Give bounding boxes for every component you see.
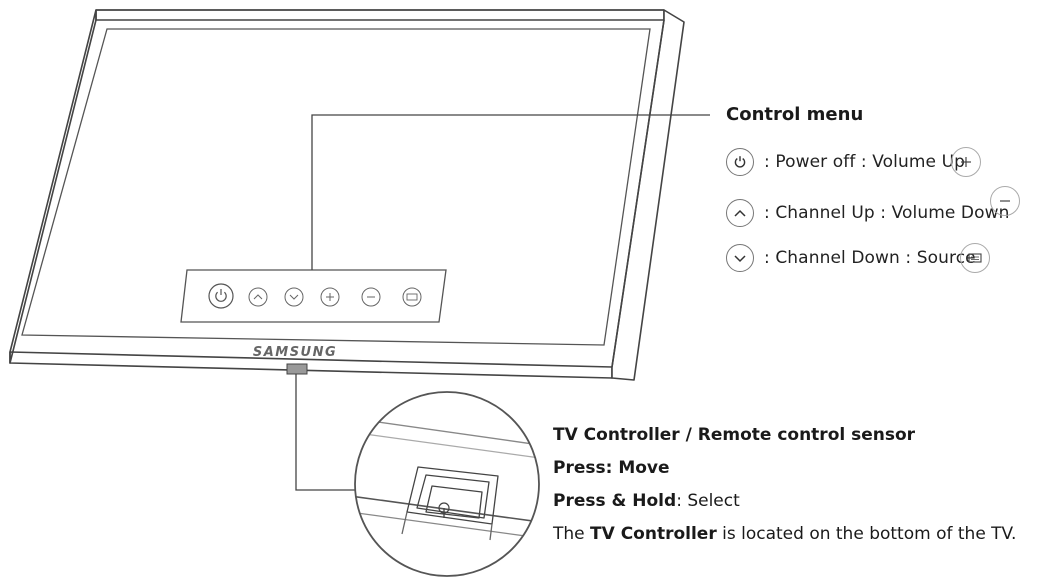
note-prefix: The bbox=[553, 524, 591, 544]
hold-label: Press & Hold bbox=[553, 491, 677, 511]
legend-row-channel-down: : Channel Down : Source bbox=[726, 241, 990, 275]
panel-plus-icon bbox=[320, 287, 340, 307]
sensor-leader bbox=[295, 374, 366, 491]
panel-chevron-down-icon bbox=[284, 287, 304, 307]
control-panel bbox=[180, 269, 447, 323]
control-menu-leader bbox=[311, 114, 710, 270]
controller-press: Press: Move bbox=[553, 458, 670, 478]
tv-frame bbox=[9, 9, 685, 381]
controller-note: The TV Controller is located on the bott… bbox=[553, 524, 1016, 544]
minus-icon bbox=[990, 186, 1020, 216]
legend-row-power: : Power off : Volume Up bbox=[726, 145, 982, 179]
controller-title: TV Controller / Remote control sensor bbox=[553, 425, 916, 445]
chevron-up-icon bbox=[726, 199, 754, 227]
sensor-marker bbox=[286, 363, 308, 375]
panel-minus-icon bbox=[361, 287, 381, 307]
tv-screen bbox=[21, 28, 651, 346]
panel-power-icon bbox=[208, 283, 234, 309]
hold-value: : Select bbox=[676, 491, 740, 511]
press-label: Press: Move bbox=[553, 458, 670, 478]
panel-chevron-up-icon bbox=[248, 287, 268, 307]
brand-logo: SAMSUNG bbox=[253, 345, 337, 360]
legend-row-channel-up: : Channel Up : Volume Down bbox=[726, 186, 1020, 230]
controller-hold: Press & Hold: Select bbox=[553, 491, 740, 511]
note-bold: TV Controller bbox=[590, 524, 717, 544]
legend-label-power: : Power off : Volume Up bbox=[764, 152, 966, 172]
chevron-down-icon bbox=[726, 244, 754, 272]
note-suffix: is located on the bottom of the TV. bbox=[716, 524, 1017, 544]
legend-label-channel-up: : Channel Up : Volume Down bbox=[764, 203, 1010, 223]
plus-icon bbox=[951, 147, 982, 177]
sensor-zoom bbox=[354, 391, 540, 577]
control-menu-title: Control menu bbox=[726, 104, 864, 125]
source-icon bbox=[959, 243, 990, 273]
legend-label-channel-down: : Channel Down : Source bbox=[764, 248, 976, 268]
power-icon bbox=[726, 148, 754, 176]
panel-source-icon bbox=[402, 287, 422, 307]
